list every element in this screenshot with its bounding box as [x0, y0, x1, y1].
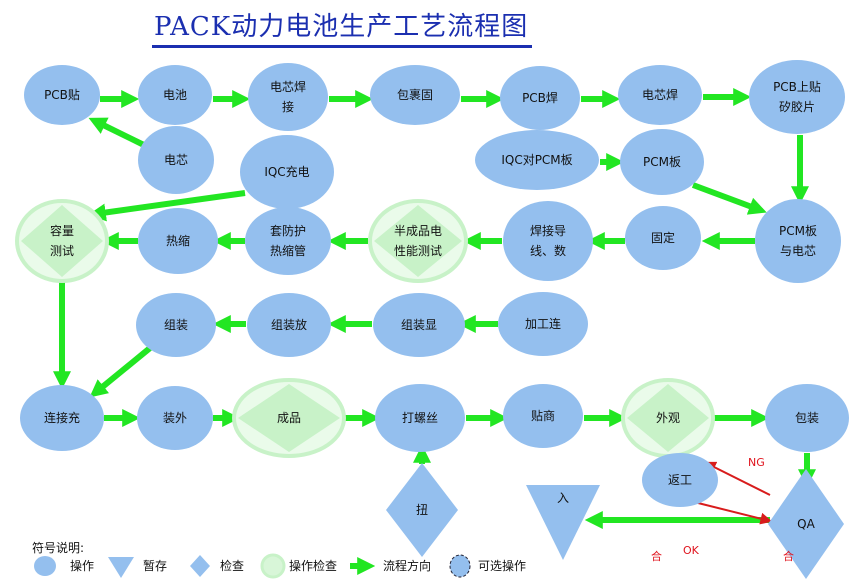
node-label: 外观	[656, 411, 680, 425]
node-label: PCB焊	[522, 90, 558, 105]
node-label: 加工连	[525, 316, 561, 331]
node-label: 电芯焊	[270, 79, 306, 94]
node-label: PCM板	[779, 224, 817, 238]
inspection-symbol-icon	[190, 555, 210, 577]
node-label: 线、数	[530, 243, 566, 258]
legend: 符号说明: 操作 暂存 检查 操作检查 流程方向 可选操作	[32, 540, 526, 579]
node-label: 扭	[416, 503, 428, 517]
rework-return-arrow	[689, 500, 773, 525]
legend-flow-direction: 流程方向	[383, 558, 431, 573]
node-label: 矽胶片	[779, 99, 815, 114]
legend-operation-check: 操作检查	[289, 558, 337, 573]
node-operation: PCB贴	[24, 65, 100, 125]
node-label: 组装显	[401, 318, 437, 332]
storage-symbol-icon	[108, 557, 134, 578]
node-label: 测试	[50, 243, 74, 258]
node-operation: 贴商	[503, 384, 583, 448]
ok-label: OK	[683, 544, 700, 557]
legend-title: 符号说明:	[32, 540, 84, 555]
node-label: IQC对PCM板	[501, 153, 572, 167]
node-operation: 装外	[137, 386, 213, 450]
node-operation: 连接充	[20, 385, 104, 451]
node-label: 连接充	[44, 410, 80, 425]
page-title: PACK动力电池生产工艺流程图	[152, 6, 533, 48]
optional-operation-symbol-icon	[449, 554, 471, 578]
node-label: IQC充电	[264, 164, 309, 179]
node-label: 成品	[277, 411, 301, 425]
operation-symbol-icon	[34, 556, 56, 576]
node-operation: 固定	[625, 206, 701, 270]
flow-arrow	[89, 345, 152, 398]
flow-arrow	[88, 117, 152, 151]
node-label: 打螺丝	[402, 411, 438, 425]
node-label: 接	[282, 99, 294, 114]
legend-optional-operation: 可选操作	[478, 558, 526, 573]
node-label: 容量	[50, 223, 74, 238]
node-storage: 入	[526, 485, 600, 560]
node-operation: 加工连	[498, 292, 588, 356]
node-inspection: 扭	[386, 463, 458, 557]
legend-inspection: 检查	[220, 558, 244, 573]
flow-arrow	[691, 182, 767, 215]
node-inspection: QA	[768, 469, 844, 579]
pass-label-right: 合	[783, 549, 794, 563]
node-operation: 组装	[136, 293, 216, 357]
node-label: 包装	[795, 411, 819, 425]
node-operation-check: 成品	[232, 378, 346, 458]
legend-storage: 暂存	[143, 559, 167, 573]
node-label: 组装	[164, 318, 188, 332]
node-operation: 包装	[765, 384, 849, 452]
node-label: PCM板	[643, 155, 681, 169]
node-label: 焊接导	[530, 223, 566, 238]
node-label: 贴商	[531, 408, 555, 423]
node-label: 半成品电	[394, 224, 442, 238]
node-operation: 电池	[138, 65, 212, 125]
node-label: 热缩	[166, 233, 190, 248]
node-label: 电池	[163, 88, 187, 102]
node-label: 电芯	[164, 153, 188, 167]
node-label: 与电芯	[780, 244, 816, 258]
node-label: 装外	[163, 411, 187, 425]
node-label: 组装放	[271, 317, 307, 332]
operation-check-symbol-icon	[260, 553, 286, 579]
node-operation: 组装放	[247, 293, 331, 357]
node-operation: 打螺丝	[375, 384, 465, 452]
node-label: 热缩管	[270, 243, 306, 258]
node-label: PCB上贴	[773, 80, 821, 94]
node-operation: IQC对PCM板	[475, 130, 599, 190]
node-label: QA	[797, 517, 815, 531]
node-label: PCB贴	[44, 88, 80, 102]
node-label: 返工	[668, 473, 692, 487]
node-label: 固定	[651, 230, 675, 245]
node-operation: 电芯	[138, 126, 214, 194]
node-operation: 组装显	[373, 293, 465, 357]
ng-rework-arrow	[703, 461, 771, 496]
node-label: 入	[557, 491, 569, 505]
node-label: 包裹固	[397, 87, 433, 102]
node-operation: 返工	[642, 453, 718, 507]
node-operation-check: 外观	[621, 378, 715, 458]
node-label: 套防护	[270, 223, 306, 238]
node-operation: PCB焊	[500, 66, 580, 130]
node-operation: PCM板	[620, 129, 704, 195]
node-label: 性能测试	[394, 243, 442, 258]
legend-operation: 操作	[70, 558, 94, 573]
ng-label: NG	[748, 456, 765, 469]
node-operation: 包裹固	[370, 65, 460, 125]
node-operation: IQC充电	[240, 135, 334, 209]
node-label: 电芯焊	[642, 87, 678, 102]
flow-arrow	[87, 190, 246, 222]
pass-label-left: 合	[651, 549, 662, 563]
node-operation: 热缩	[138, 208, 218, 274]
node-operation: 电芯焊	[618, 65, 702, 125]
